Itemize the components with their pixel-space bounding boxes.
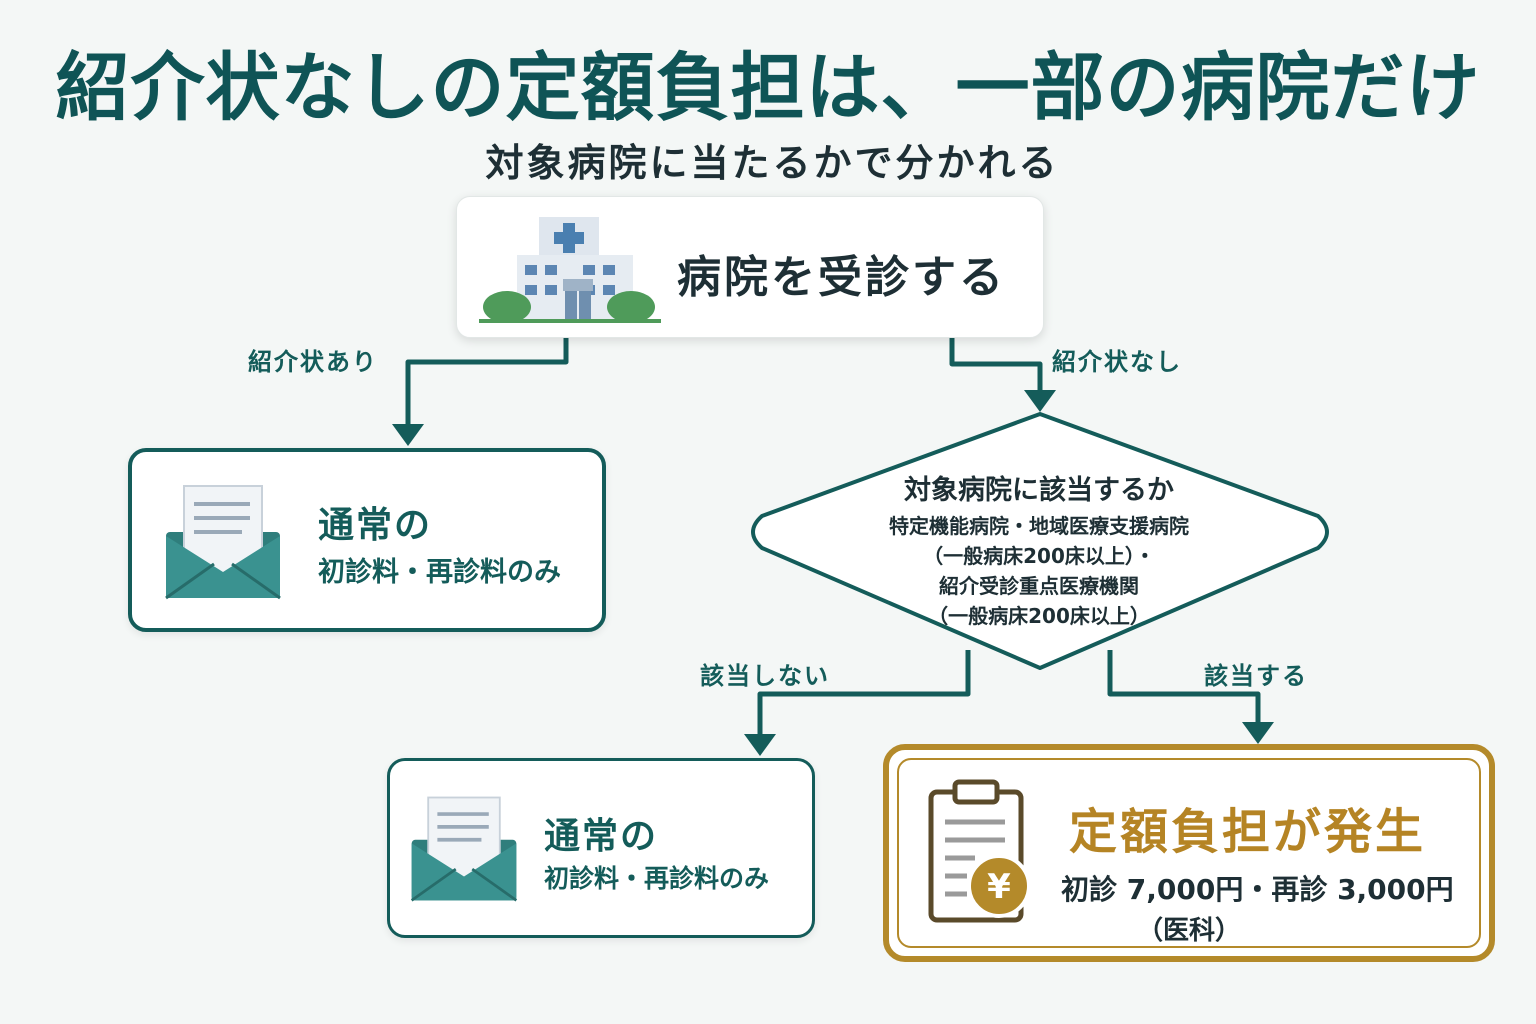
decision-line-2: （一般病床200床以上）・ <box>923 544 1155 568</box>
connector-not-applicable <box>757 650 971 738</box>
label-not-applicable: 該当しない <box>700 662 830 690</box>
normal-fee-node-left: 通常の 初診料・再診料のみ <box>128 448 606 632</box>
decision-question: 対象病院に該当するか <box>904 475 1174 506</box>
page-subtitle: 対象病院に当たるかで分かれる <box>485 141 1060 185</box>
normal-mid-line1: 通常の <box>544 816 659 857</box>
connector-applicable <box>1107 650 1261 726</box>
start-label: 病院を受診する <box>677 252 1006 303</box>
fixed-fee-result-node: ¥ 定額負担が発生 初診 7,000円・再診 3,000円 （医科） <box>883 744 1495 962</box>
arrowhead-gold <box>1242 722 1274 744</box>
connector-without-referral <box>949 338 1043 392</box>
decision-line-1: 特定機能病院・地域医療支援病院 <box>889 514 1189 538</box>
result-note: （医科） <box>1136 916 1241 946</box>
connector-with-referral <box>405 338 569 428</box>
start-node: 病院を受診する <box>456 196 1044 338</box>
decision-line-3: 紹介受診重点医療機関 <box>939 574 1139 598</box>
normal-left-line1: 通常の <box>318 505 433 546</box>
result-fee: 初診 7,000円・再診 3,000円 <box>1061 873 1454 906</box>
envelope-letter-icon <box>410 796 518 902</box>
normal-left-line2: 初診料・再診料のみ <box>318 557 561 588</box>
clipboard-yen-icon: ¥ <box>928 779 1031 923</box>
arrowhead-diamond <box>1024 390 1056 412</box>
normal-mid-line2: 初診料・再診料のみ <box>544 864 770 893</box>
page-title: 紹介状なしの定額負担は、一部の病院だけ <box>55 45 1481 131</box>
hospital-icon <box>479 217 661 323</box>
arrowhead-left <box>392 424 424 446</box>
gold-inner-border <box>897 758 1481 948</box>
svg-text:¥: ¥ <box>987 867 1011 907</box>
result-title: 定額負担が発生 <box>1069 804 1427 860</box>
decision-line-4: （一般病床200床以上） <box>928 604 1150 628</box>
normal-fee-node-mid: 通常の 初診料・再診料のみ <box>387 758 815 938</box>
arrowhead-mid <box>744 734 776 756</box>
envelope-letter-icon <box>165 485 281 600</box>
label-with-referral: 紹介状あり <box>248 348 378 376</box>
decision-diamond <box>751 412 1329 670</box>
label-without-referral: 紹介状なし <box>1052 348 1182 376</box>
label-applicable: 該当する <box>1204 662 1308 690</box>
